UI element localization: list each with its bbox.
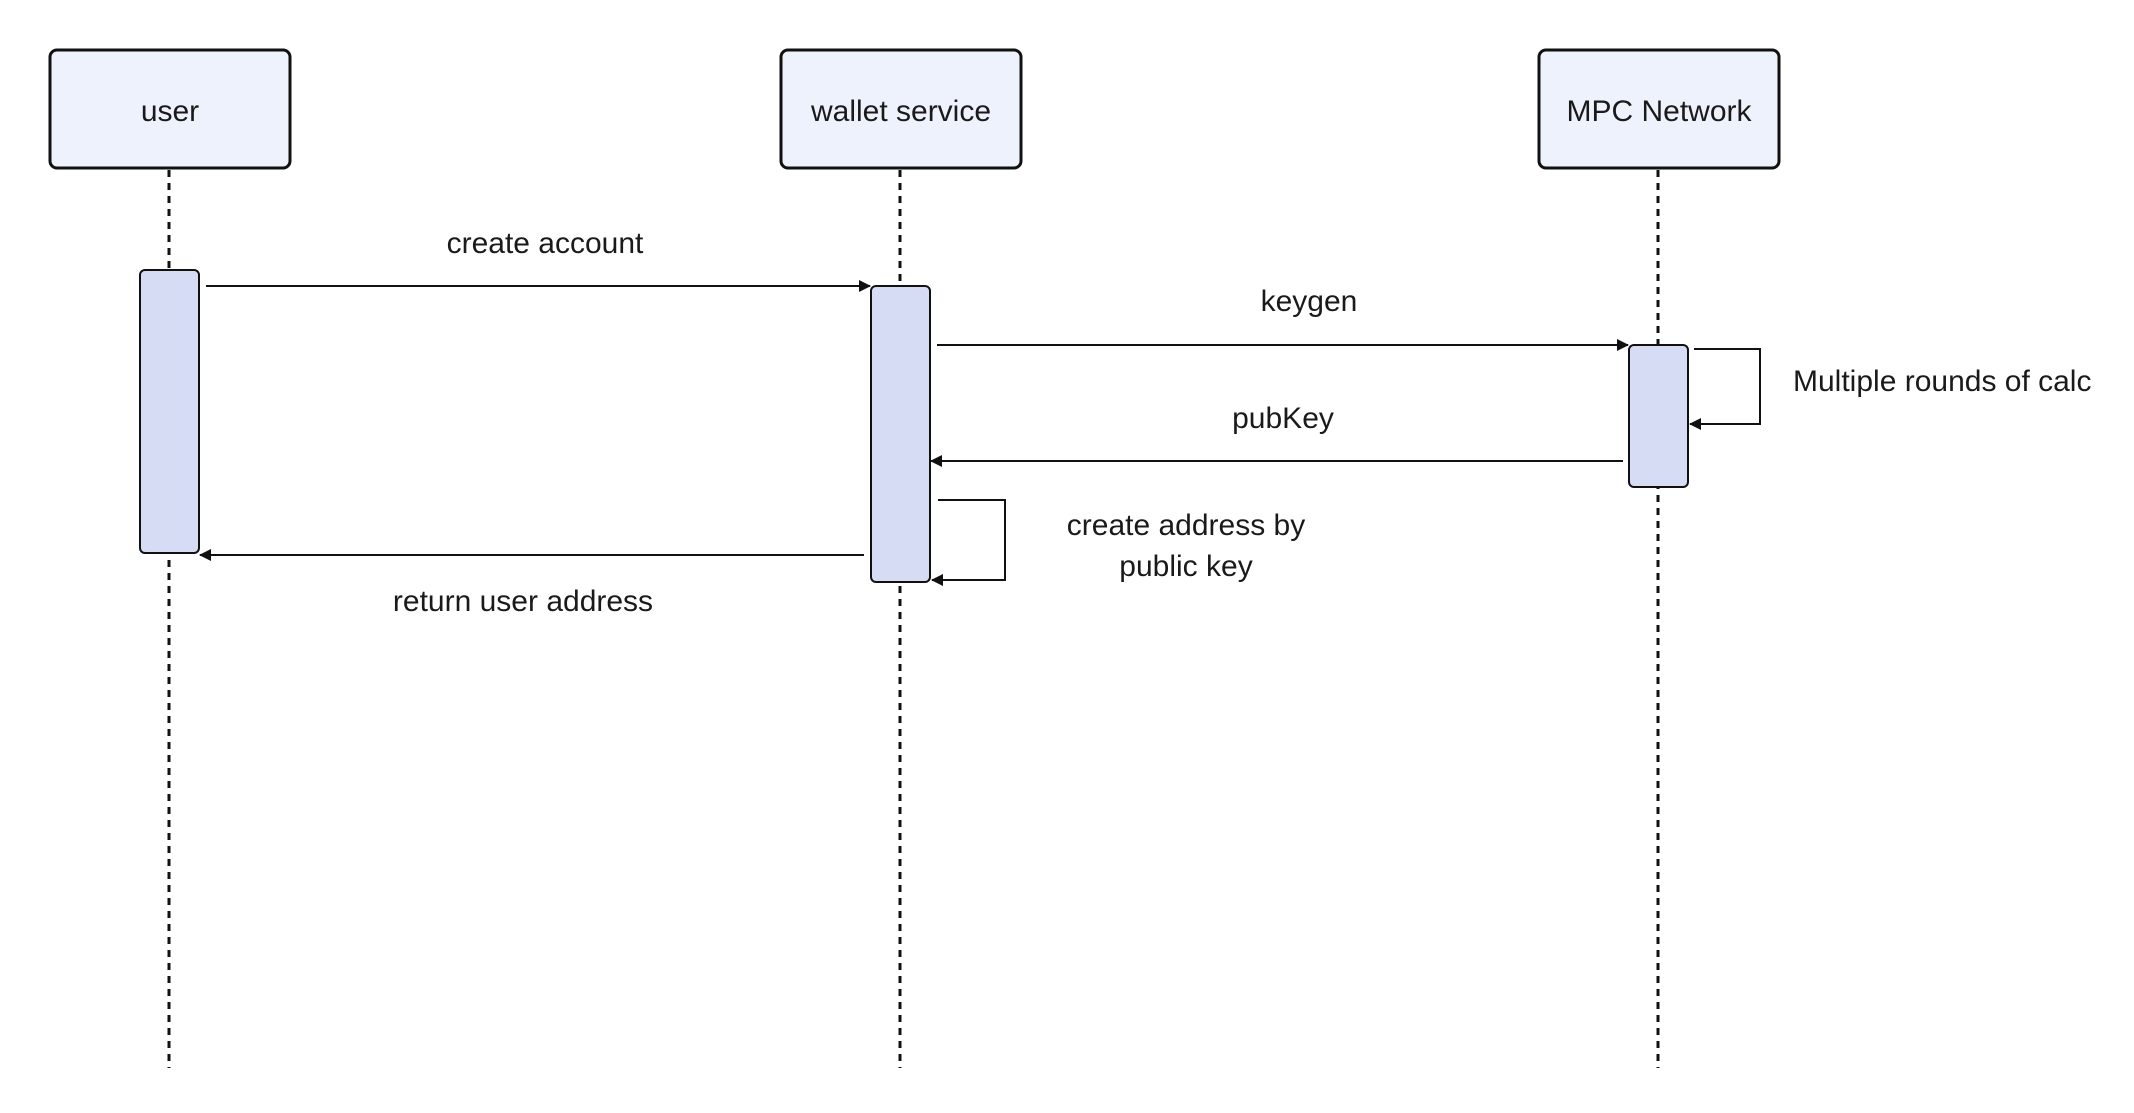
participant-label: wallet service [810,95,991,128]
message-pubkey[interactable]: pubKey [930,402,1623,467]
message-label-line-1: create address by [1067,509,1305,542]
message-label: pubKey [1232,402,1334,435]
participant-box [48,48,292,170]
message-return-user-address[interactable]: return user address [199,549,864,618]
participant-mpc-network[interactable]: MPC Network [1537,48,1781,170]
participant-user[interactable]: user [48,48,292,170]
message-label-line-2: public key [1119,550,1252,583]
self-message-arrow [931,499,1006,586]
message-keygen[interactable]: keygen [937,285,1629,351]
message-create-account[interactable]: create account [206,227,871,292]
message-label: Multiple rounds of calc [1793,365,2091,398]
message-label: create account [447,227,644,260]
activation-bar-mpc-network [1628,344,1689,488]
activation-bar-wallet-service [870,285,931,583]
participant-wallet-service[interactable]: wallet service [779,48,1023,170]
activation-bar-user [139,269,200,554]
message-label: keygen [1261,285,1358,318]
participant-label: user [141,95,199,128]
message-label: return user address [393,585,653,618]
self-message-arrow [1689,348,1761,430]
self-message-multiple-rounds[interactable]: Multiple rounds of calc [1689,348,2091,430]
self-message-create-address[interactable]: create address by public key [931,499,1305,586]
participant-label: MPC Network [1566,95,1752,128]
participant-box [779,48,1023,170]
participant-box [1537,48,1781,170]
